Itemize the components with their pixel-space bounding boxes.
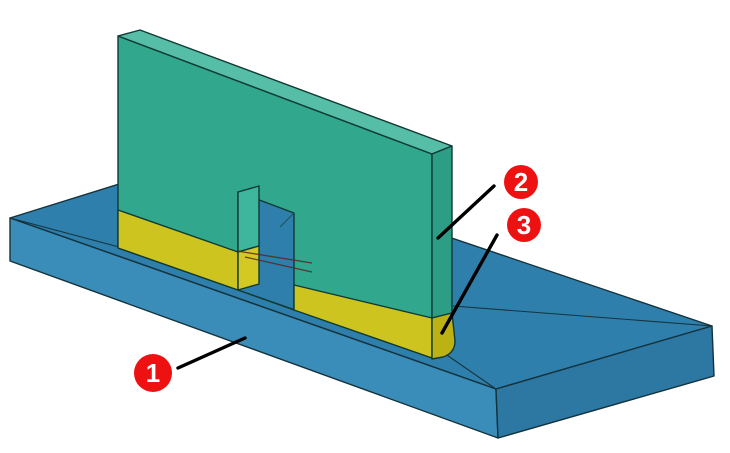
plate-mesh-line-left [9,217,120,248]
callout-badge-2: 2 [504,165,538,199]
callout-badge-1: 1 [134,354,172,392]
callout-circle-1 [134,354,172,392]
plate-mesh-line-right-lower [440,350,497,390]
callout-label-1: 1 [146,358,160,388]
callout-label-3: 3 [517,210,531,240]
callout-badge-3: 3 [507,208,541,242]
callout-label-2: 2 [514,167,528,197]
door-header-edge [279,212,295,228]
door-jamb-teal-face [237,185,260,253]
leader-line-1 [176,336,247,370]
leader-line-2 [436,184,496,240]
weld-band-side-face [431,312,456,360]
plate-mesh-line-right-upper [452,305,713,327]
plate-right-face [495,325,715,439]
callouts: 1 2 3 [134,165,541,392]
callout-circle-3 [507,208,541,242]
stiffener-wall [117,29,456,360]
callout-circle-2 [504,165,538,199]
leader-line-3 [440,233,499,335]
hidden-weld-line-upper [236,250,313,264]
door-jamb-weld-face [237,245,260,291]
hidden-weld-line-lower [244,256,313,273]
